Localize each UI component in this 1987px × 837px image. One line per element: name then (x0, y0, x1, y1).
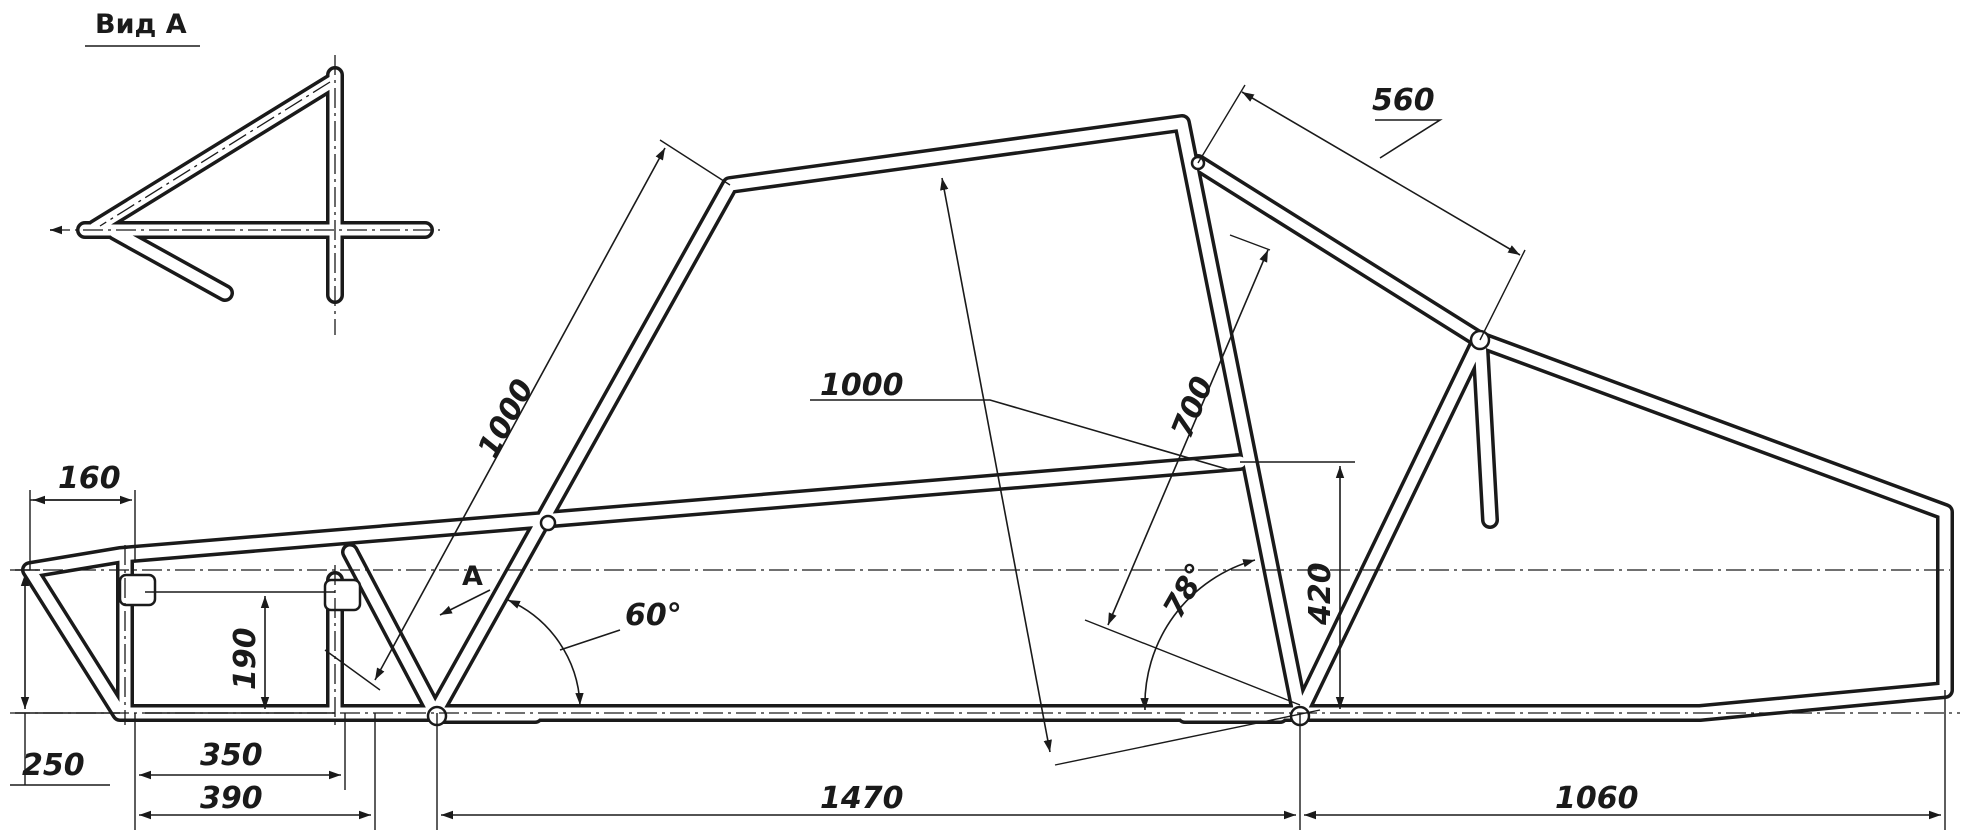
dim-1000-strut: 1000 (471, 374, 541, 464)
dim-420: 420 (1303, 562, 1338, 626)
view-title: Вид А (95, 9, 187, 40)
dimension-lines (10, 84, 1946, 830)
dim-560: 560 (1372, 83, 1435, 118)
inset-tubes (76, 66, 434, 304)
dim-1470: 1470 (820, 781, 904, 816)
dim-190: 190 (228, 627, 263, 690)
center-lines (10, 545, 1960, 725)
dim-1060: 1060 (1555, 781, 1639, 816)
title-block: Вид А (85, 9, 200, 47)
dim-390: 390 (200, 781, 263, 816)
cross-node (539, 514, 557, 532)
inset-axes (50, 55, 440, 335)
dimension-labels: 160 250 190 350 390 1470 1060 1000 1000 … (22, 83, 1639, 816)
middle-mount (323, 578, 362, 612)
dim-1000-height: 1000 (820, 368, 904, 403)
dim-350: 350 (200, 738, 263, 773)
inset-view-a (50, 55, 440, 335)
angle-labels: 60° 78° (625, 557, 1215, 633)
dim-250: 250 (22, 748, 85, 783)
dim-700: 700 (1165, 372, 1221, 443)
angle-60: 60° (625, 598, 682, 633)
view-marker-a: А (462, 561, 483, 592)
angle-78: 78° (1157, 557, 1216, 624)
dim-160: 160 (58, 461, 121, 496)
front-mount (118, 573, 157, 607)
